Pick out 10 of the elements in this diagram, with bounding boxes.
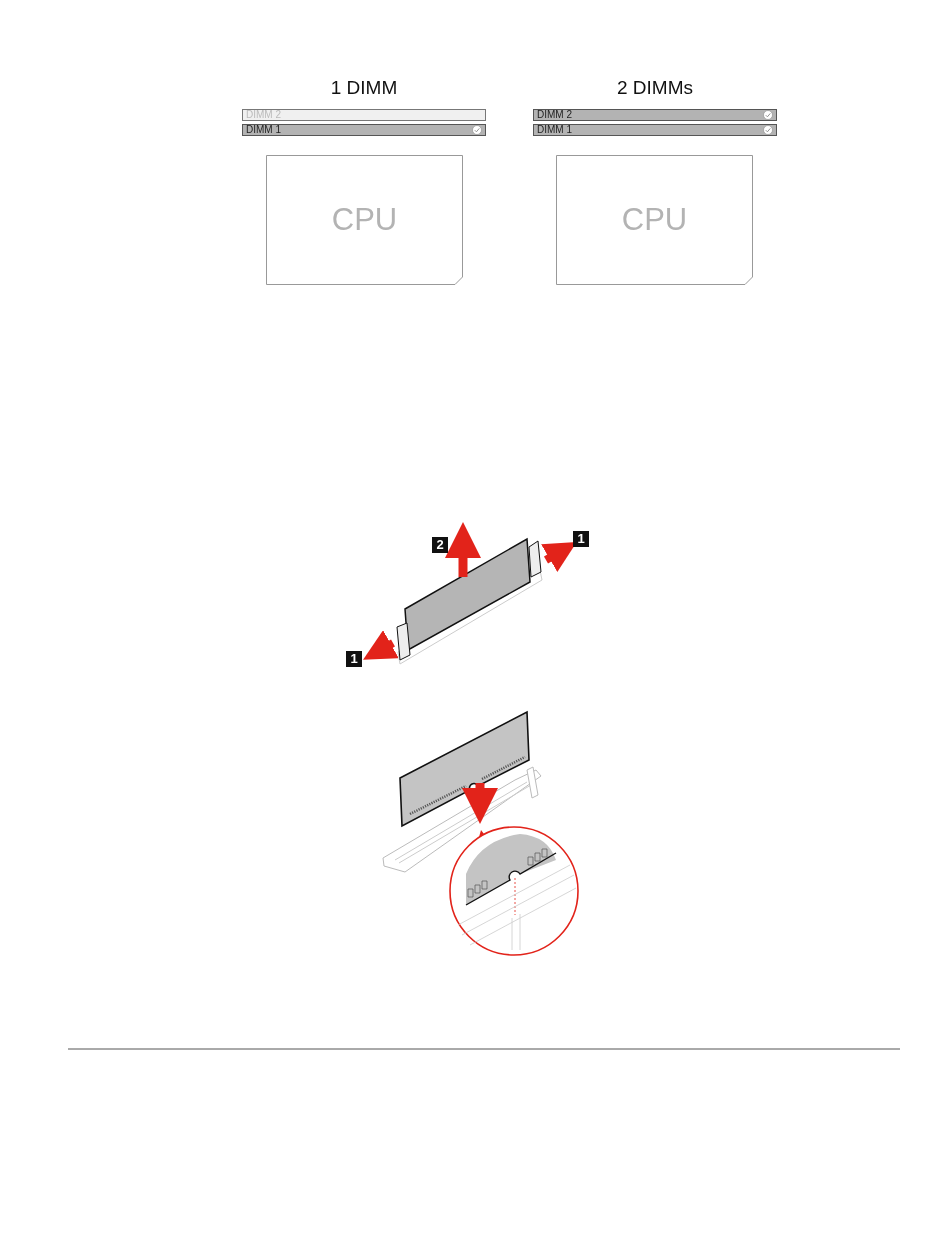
callout-number: 1 bbox=[346, 651, 362, 667]
memory-slot: DIMM 1 bbox=[242, 124, 486, 136]
memory-slot: DIMM 1 bbox=[533, 124, 777, 136]
memory-slot: DIMM 2 bbox=[533, 109, 777, 121]
panel-title: 2 DIMMs bbox=[616, 77, 694, 99]
cpu-box: CPU bbox=[266, 155, 463, 285]
cpu-box: CPU bbox=[556, 155, 753, 285]
callout-number: 1 bbox=[573, 531, 589, 547]
panel-title: 1 DIMM bbox=[329, 77, 399, 99]
callout-number: 2 bbox=[432, 537, 448, 553]
